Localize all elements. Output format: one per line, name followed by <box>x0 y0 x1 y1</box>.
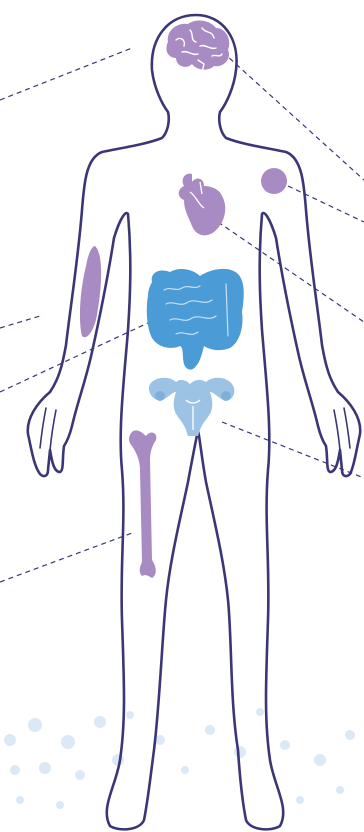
leader-uterus <box>222 422 364 478</box>
leader-bone <box>0 533 132 582</box>
intestine-icon <box>147 269 244 370</box>
bone-icon <box>129 430 156 578</box>
leader-brain-left <box>0 48 132 100</box>
circle-icon <box>261 168 287 194</box>
leader-brain-right <box>216 46 364 180</box>
background-dot-pattern <box>4 708 355 809</box>
heart-icon <box>179 174 226 236</box>
uterus-icon <box>149 378 235 436</box>
leader-muscle <box>0 316 40 328</box>
leader-lymph <box>288 186 364 222</box>
brain-icon <box>166 21 229 72</box>
